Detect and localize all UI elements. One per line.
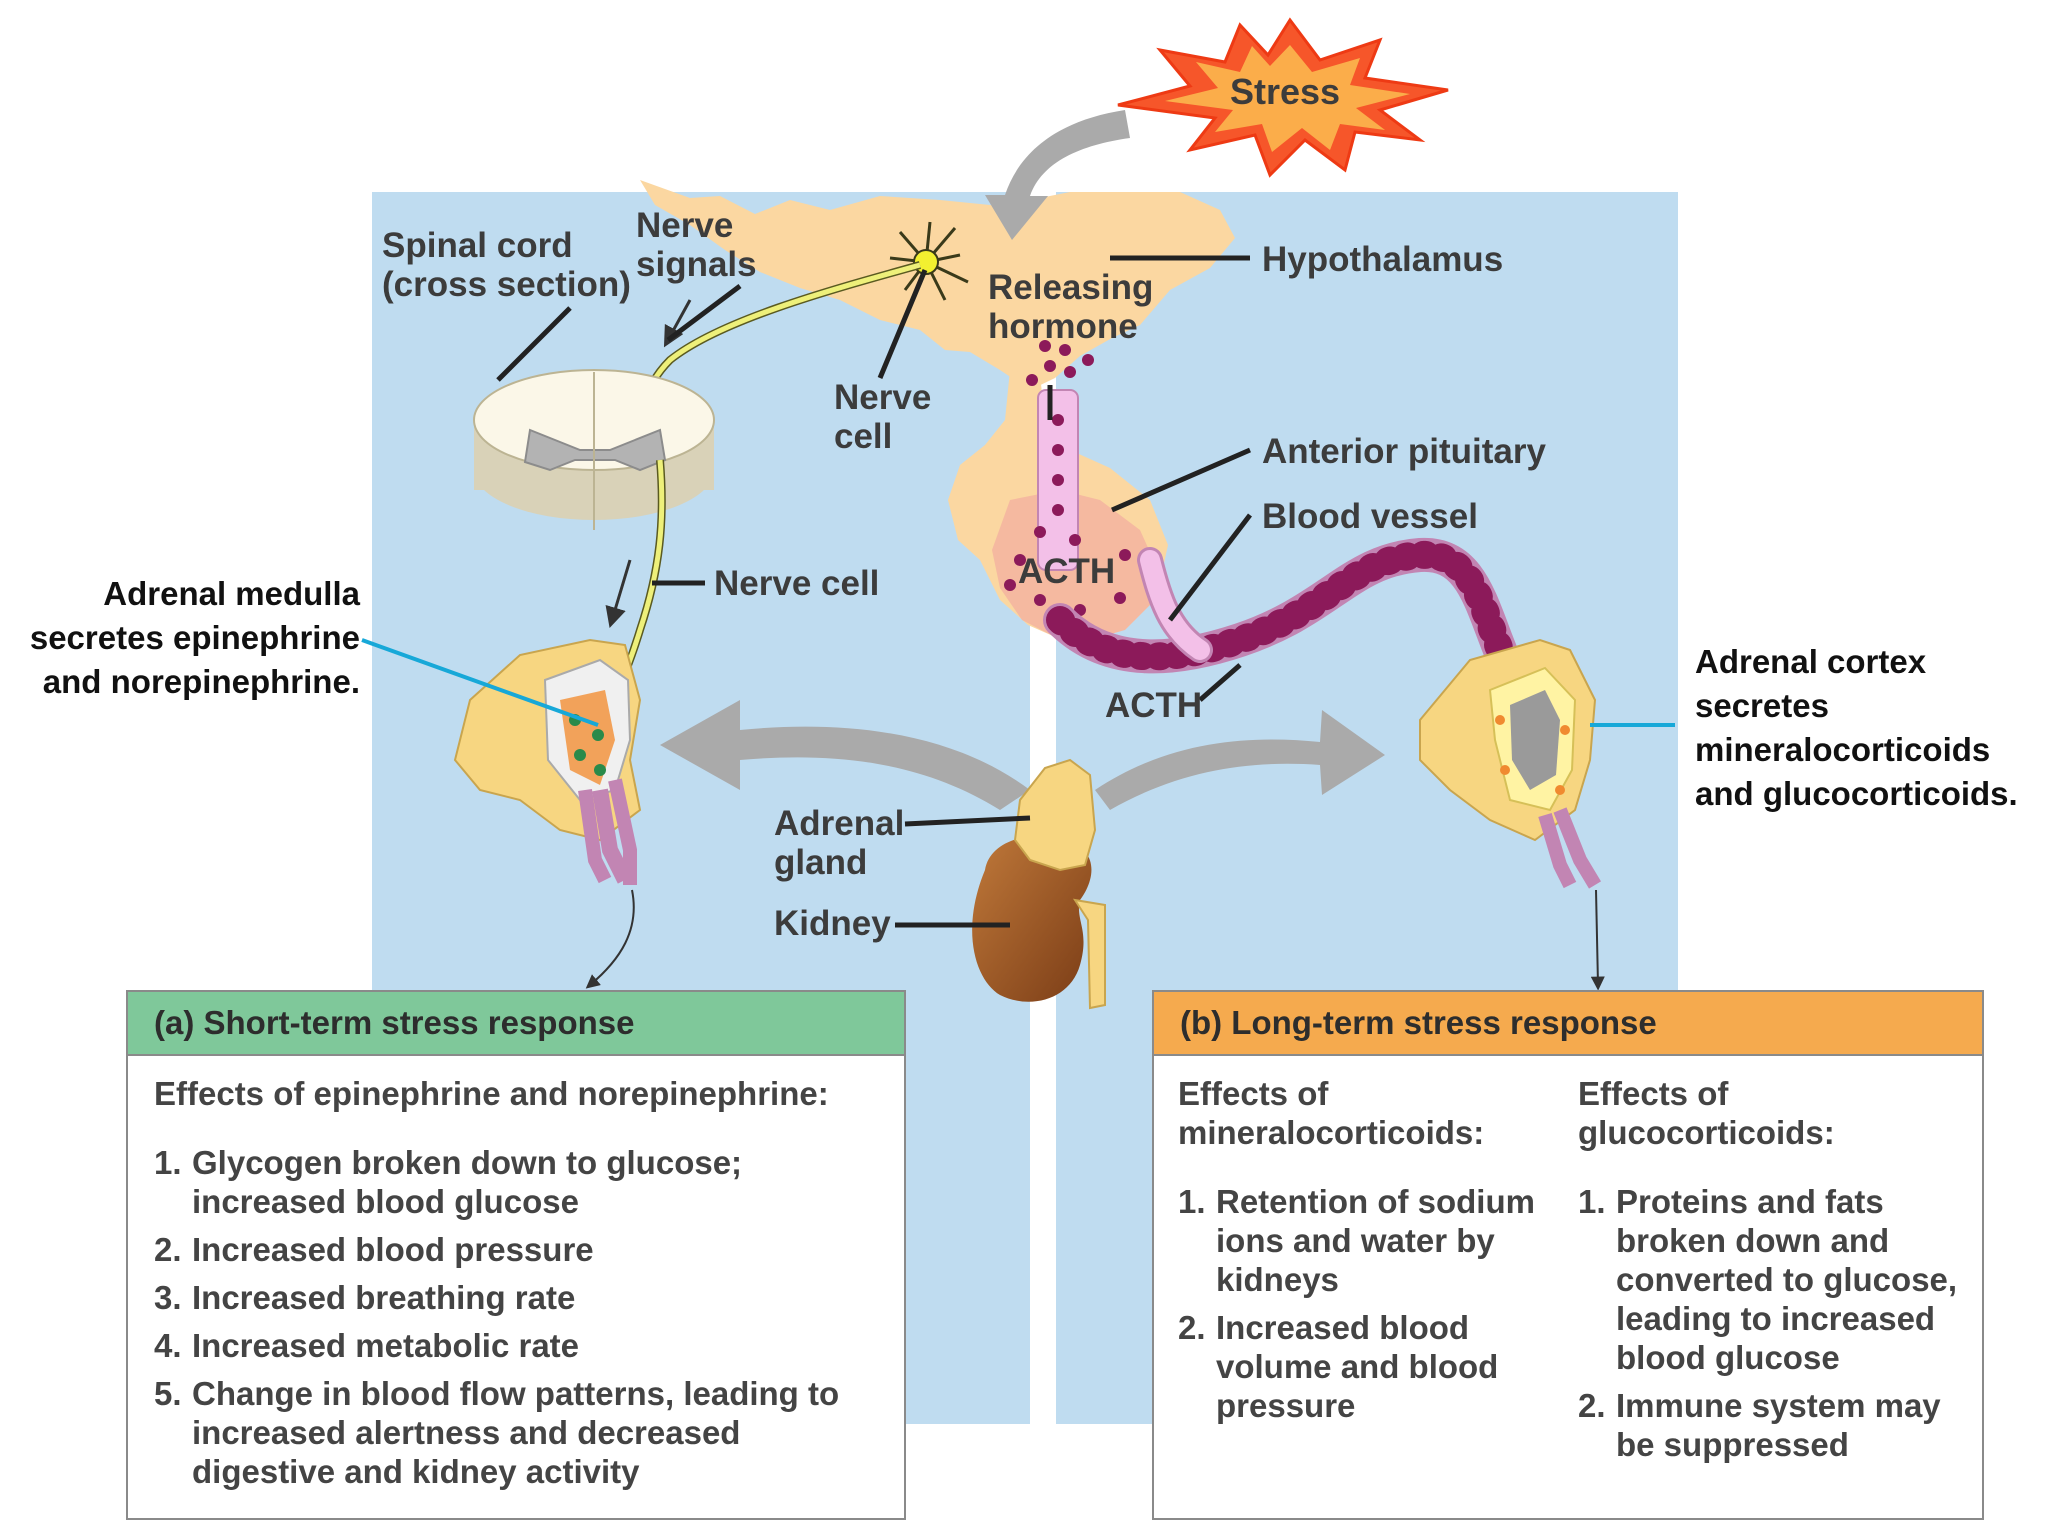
- arrow-to-short-term-box: [585, 889, 635, 989]
- list-item: 1.Glycogen broken down to glucose;increa…: [154, 1144, 743, 1220]
- long-term-body: Effects of mineralocorticoids: 1.Retenti…: [1154, 1056, 1982, 1516]
- releasing-hormone-dots: [1026, 340, 1094, 546]
- nerve-cell-brain-label: Nerve cell: [834, 378, 932, 456]
- blood-vessel-label: Blood vessel: [1262, 497, 1478, 536]
- arrow-to-long-term-box: [1590, 889, 1605, 991]
- adrenal-medulla-label: Adrenal medulla secretes epinephrine and…: [29, 575, 360, 700]
- signal-arrow-to-adrenal: [605, 559, 632, 629]
- arrow-to-cortex: [1095, 710, 1385, 810]
- short-term-subtitle: Effects of epinephrine and norepinephrin…: [154, 1075, 829, 1112]
- short-term-body: Effects of epinephrine and norepinephrin…: [128, 1056, 904, 1491]
- list-item: 2.Increased blood pressure: [154, 1231, 594, 1268]
- anterior-pituitary-label: Anterior pituitary: [1262, 432, 1546, 471]
- kidney-illustration: [972, 758, 1106, 1010]
- short-term-header: (a) Short-term stress response: [128, 992, 904, 1056]
- stress-burst-inner: [1165, 45, 1410, 152]
- acth-pituitary-label: ACTH: [1018, 552, 1116, 591]
- spinal-cord-label: Spinal cord (cross section): [382, 226, 631, 304]
- list-item: 3.Increased breathing rate: [154, 1279, 576, 1316]
- kidney-label: Kidney: [774, 904, 891, 943]
- adrenal-cortex-illustration: [1419, 638, 1602, 889]
- stress-label: Stress: [1230, 71, 1341, 112]
- vessel-dots: [1046, 540, 1524, 734]
- nerve-signals-label: Nerve signals: [636, 206, 757, 284]
- adrenal-gland-label: Adrenal gland: [774, 804, 905, 882]
- hypothalamus-label: Hypothalamus: [1262, 240, 1504, 279]
- signal-arrow-to-spinal: [663, 299, 692, 348]
- short-term-effects-list: 1.Glycogen broken down to glucose;increa…: [154, 1143, 880, 1491]
- cyan-pointers: [361, 638, 1675, 727]
- spinal-cord-cross-section: [473, 369, 715, 530]
- list-item: 4.Increased metabolic rate: [154, 1327, 580, 1364]
- leader-lines: [496, 255, 1252, 928]
- adrenal-cortex-label: Adrenal cortex secretes mineralocorticoi…: [1695, 643, 2018, 812]
- nerve-cell-spinal-label: Nerve cell: [714, 564, 880, 603]
- gluco-subtitle: Effects of glucocorticoids:: [1578, 1075, 1835, 1151]
- releasing-hormone-label: Releasing hormone: [988, 268, 1154, 346]
- short-term-response-box: (a) Short-term stress response Effects o…: [126, 990, 906, 1520]
- mineral-subtitle: Effects of mineralocorticoids:: [1178, 1075, 1485, 1151]
- list-item: 5.Change in blood flow patterns, leading…: [154, 1375, 840, 1490]
- glucocorticoid-column: Effects of glucocorticoids: 1.Proteins a…: [1578, 1074, 1978, 1473]
- long-term-header: (b) Long-term stress response: [1154, 992, 1982, 1056]
- arrow-to-medulla: [660, 700, 1030, 810]
- stress-to-brain-arrow: [985, 110, 1130, 240]
- mineralocorticoid-column: Effects of mineralocorticoids: 1.Retenti…: [1178, 1074, 1573, 1434]
- acth-vessel-label: ACTH: [1105, 686, 1203, 725]
- long-term-response-box: (b) Long-term stress response Effects of…: [1152, 990, 1984, 1520]
